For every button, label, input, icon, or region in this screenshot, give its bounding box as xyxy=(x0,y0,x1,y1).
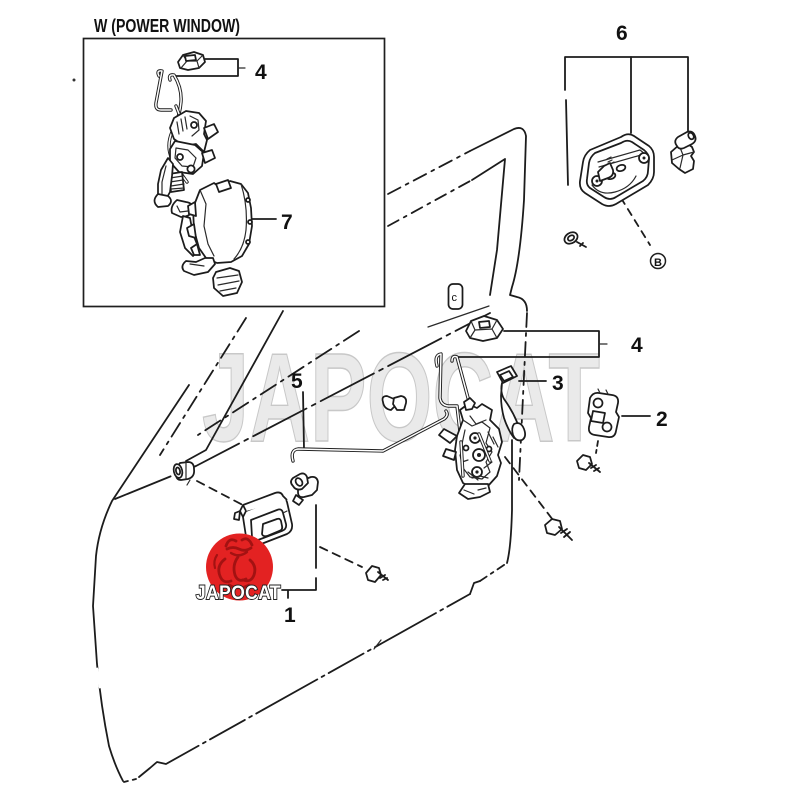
svg-text:c: c xyxy=(452,292,458,304)
svg-text:3: 3 xyxy=(552,372,564,395)
svg-text:5: 5 xyxy=(291,370,303,393)
svg-text:7: 7 xyxy=(281,211,293,234)
svg-text:W (POWER WINDOW): W (POWER WINDOW) xyxy=(94,15,240,36)
svg-text:B: B xyxy=(654,257,662,269)
svg-text:2: 2 xyxy=(656,408,668,431)
svg-text:6: 6 xyxy=(616,22,628,45)
svg-text:4: 4 xyxy=(631,334,643,357)
svg-text:4: 4 xyxy=(255,61,267,84)
svg-text:JAPOCAT: JAPOCAT xyxy=(196,582,281,604)
svg-text:1: 1 xyxy=(284,604,296,627)
